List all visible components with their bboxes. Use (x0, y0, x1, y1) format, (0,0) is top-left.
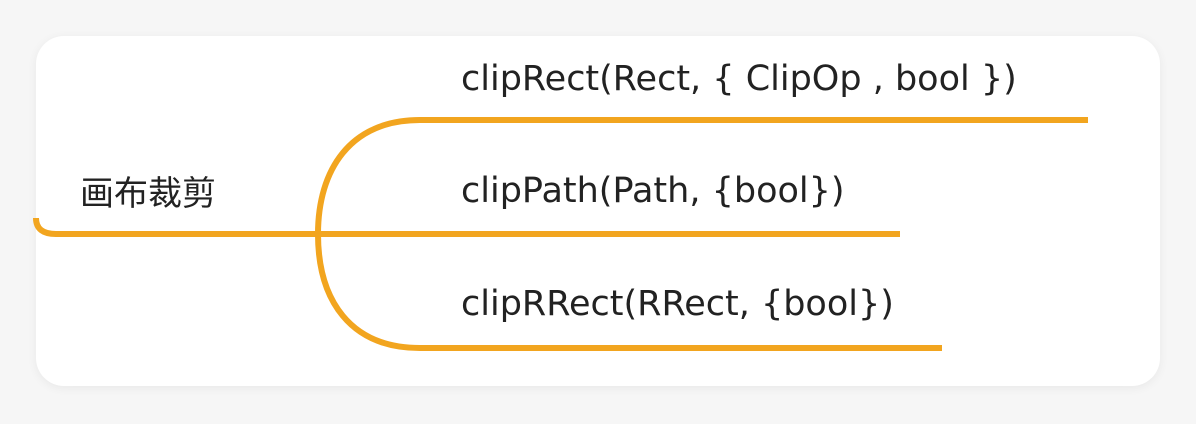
root-underline (33, 217, 318, 237)
branch-label-cliprect: clipRect(Rect, { ClipOp , bool }) (461, 59, 1017, 99)
branch-connector-3 (315, 233, 942, 351)
mindmap-card (36, 36, 1160, 386)
branch-label-cliprrect: clipRRect(RRect, {bool}) (461, 284, 894, 324)
branch-label-clippath: clipPath(Path, {bool}) (461, 171, 845, 211)
root-node-label: 画布裁剪 (80, 174, 216, 214)
branch-connector-1 (315, 117, 1088, 235)
